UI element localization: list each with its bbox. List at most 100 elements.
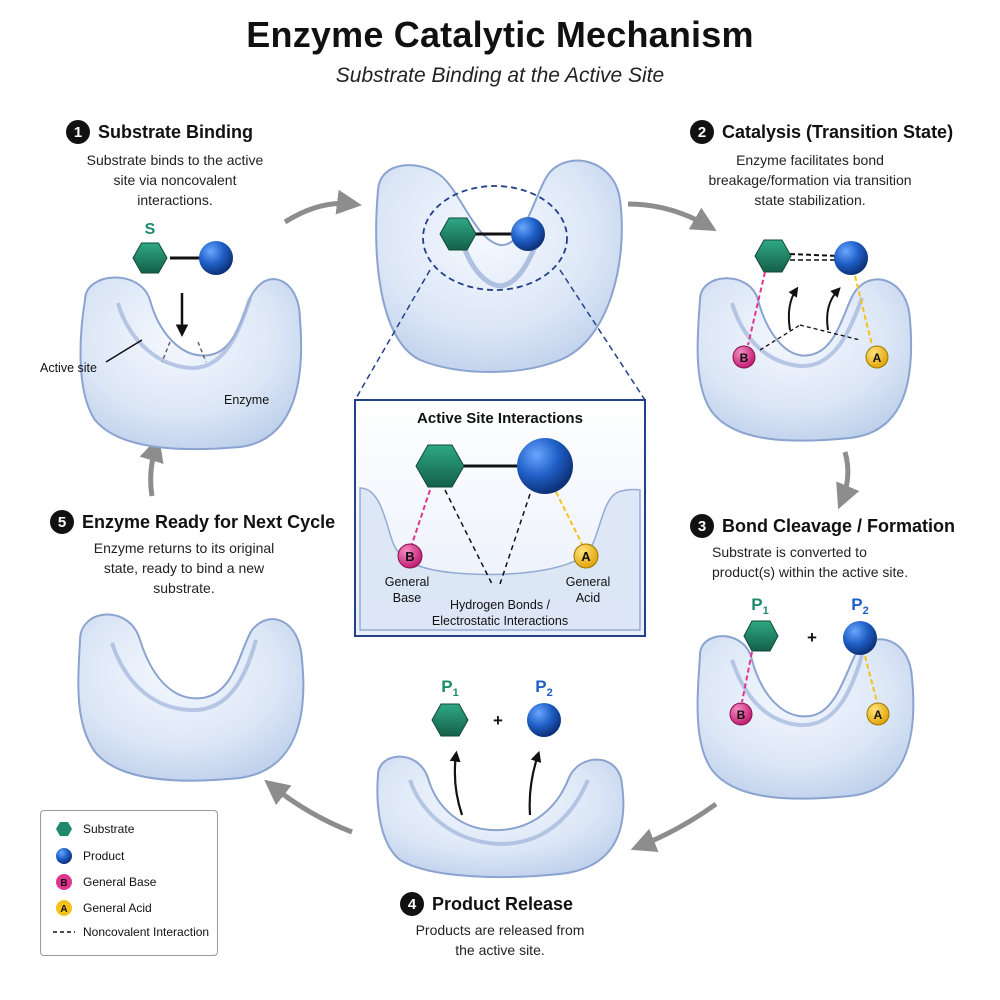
page-subtitle: Substrate Binding at the Active Site [335,64,665,87]
legend: Substrate Product B General Base A Gener… [40,810,218,956]
base-letter: B [740,351,749,365]
step-5-description: Enzyme returns to its original state, re… [93,540,275,596]
legend-label: General Base [83,875,157,889]
acid-letter: A [873,351,882,365]
product-labels-step-3: P1 P2 [751,595,868,617]
p1-label: P [751,595,762,614]
svg-text:P1: P1 [751,595,768,617]
legend-label: Noncovalent Interaction [83,925,210,939]
base-letter: B [737,708,746,722]
sphere-icon [199,241,233,275]
enzyme-label: Enzyme [224,393,269,407]
bonds-label: Hydrogen Bonds / Electrostatic Interacti… [431,598,569,628]
legend-label: Substrate [83,822,135,836]
substrate-molecule-step-1 [132,241,233,275]
dashed-line-icon [53,931,75,933]
acid-letter: A [581,549,591,564]
sphere-icon [56,848,72,864]
svg-text:P1: P1 [441,677,458,699]
svg-text:P2: P2 [535,677,552,699]
p2-subscript: 2 [547,687,553,699]
acid-a-icon [865,345,889,369]
step-3-title: Bond Cleavage / Formation [722,515,956,536]
acid-a-icon [573,543,599,569]
active-site-inset: B A [354,399,646,637]
step-3-description: Substrate is converted to product(s) wit… [712,544,909,580]
zoom-line-left [354,269,431,401]
p1-subscript: 1 [763,605,769,617]
base-b-icon [729,702,753,726]
general-acid-label: General Acid [565,575,611,605]
plus-sign: + [807,628,817,647]
active-site-pointer [105,339,143,363]
step-4-title: Product Release [432,893,574,914]
legend-item-general-base: B General Base [53,873,156,891]
active-site-label: Active site [40,361,97,375]
step-1-number: 1 [66,120,90,144]
step-4-heading: 4 Product Release [400,892,573,916]
hexagon-icon [56,822,72,836]
inset-title: Active Site Interactions [417,410,583,427]
cycle-arrow-4-5 [630,801,718,853]
step-4-description: Products are released from the active si… [415,922,585,958]
sphere-icon [511,217,545,251]
general-base-label: General Base [384,575,430,605]
acid-a-icon [866,702,890,726]
enzyme-center [375,159,623,373]
hexagon-icon [754,239,792,273]
legend-label: Product [83,849,125,863]
step-5-title: Enzyme Ready for Next Cycle [82,511,336,532]
plus-sign: + [493,711,503,730]
p2-subscript: 2 [863,605,869,617]
cycle-arrow-6-1 [139,436,164,497]
sphere-icon [834,241,868,275]
step-5-number: 5 [50,510,74,534]
substrate-letter: S [145,221,156,238]
svg-text:B: B [60,878,67,889]
cycle-arrow-2-3 [627,201,717,232]
enzyme-step-2: B A [696,239,913,442]
enzyme-step-3: B A + [696,620,915,800]
p1-label: P [441,677,452,696]
step-5-heading: 5 Enzyme Ready for Next Cycle [50,510,335,534]
sphere-icon [527,703,561,737]
acid-a-icon: A [56,900,72,916]
sphere-icon [843,621,877,655]
step-2-description: Enzyme facilitates bond breakage/formati… [708,152,912,208]
legend-item-general-acid: A General Acid [53,899,152,917]
step-1-heading: 1 Substrate Binding [66,120,253,144]
step-2-number: 2 [690,120,714,144]
step-4-number: 4 [400,892,424,916]
step-1-description: Substrate binds to the active site via n… [86,152,264,208]
sphere-icon [517,438,573,494]
active-site-highlight [422,185,568,291]
legend-item-substrate: Substrate [53,821,134,837]
cycle-arrow-1-2 [283,189,362,225]
product-labels-step-4: P1 P2 [441,677,552,699]
svg-text:P2: P2 [851,595,868,617]
hexagon-icon [132,242,168,274]
base-b-icon: B [56,874,72,890]
cycle-arrow-3-4 [836,451,860,510]
p2-label: P [535,677,546,696]
cycle-arrow-5-6 [264,779,353,835]
p1-subscript: 1 [453,687,459,699]
step-1-title: Substrate Binding [98,121,254,142]
hexagon-icon [743,620,779,652]
enzyme-step-4: + [376,703,625,879]
base-letter: B [405,549,414,564]
hexagon-icon [439,217,477,251]
acid-letter: A [874,708,883,722]
p2-label: P [851,595,862,614]
legend-item-noncovalent: Noncovalent Interaction [53,925,209,939]
base-b-icon [732,345,756,369]
zoom-line-right [559,269,646,401]
legend-label: General Acid [83,901,152,915]
step-2-title: Catalysis (Transition State) [722,121,954,142]
enzyme-step-1 [79,276,303,451]
hexagon-icon [431,703,469,737]
page-title: Enzyme Catalytic Mechanism [246,14,754,55]
enzyme-step-5 [77,613,305,782]
